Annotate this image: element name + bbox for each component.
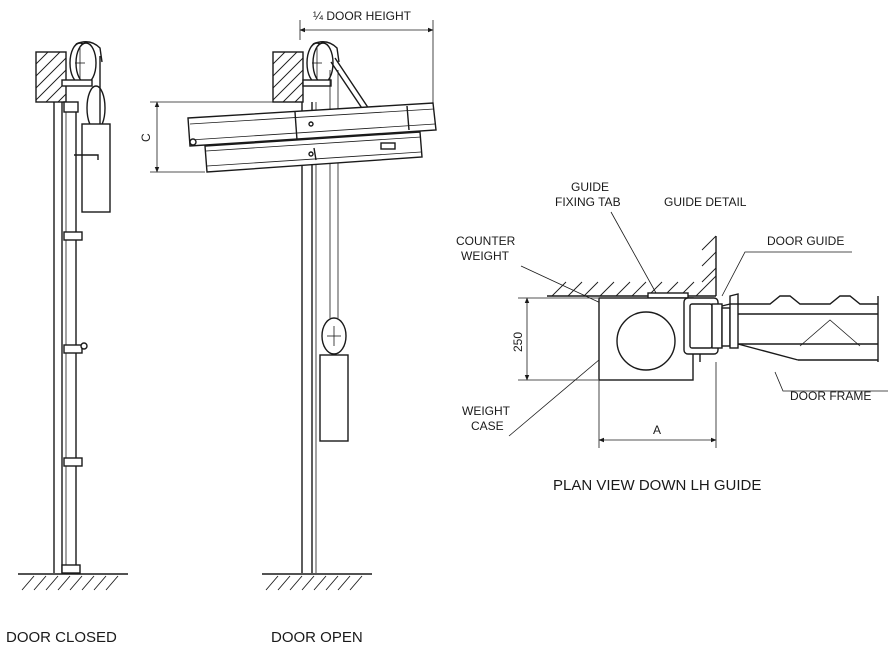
quarter-door-height-dimension: ¼ DOOR HEIGHT (299, 9, 434, 118)
guide-fixing-tab-label-1: GUIDE (571, 180, 609, 194)
guide-column-closed (53, 101, 88, 574)
door-frame-plan (721, 293, 879, 362)
dimension-a-label: A (653, 423, 661, 437)
door-guide-label: DOOR GUIDE (767, 234, 844, 248)
weight-case (598, 297, 694, 381)
plan-view-guide-detail: GUIDE FIXING TAB GUIDE DETAIL COUNTER WE… (456, 180, 888, 494)
door-closed-view (18, 41, 128, 591)
wall-hatch-closed (35, 51, 67, 103)
dimension-a: A (598, 362, 717, 448)
guide-column-open (301, 102, 317, 573)
dimension-250-label: 250 (511, 332, 525, 352)
door-closed-caption: DOOR CLOSED (6, 629, 117, 646)
weight-case-label-2: CASE (471, 419, 504, 433)
dimension-250: 250 (511, 297, 598, 381)
wall-hatch-open (272, 51, 304, 103)
plan-view-caption: PLAN VIEW DOWN LH GUIDE (553, 477, 761, 494)
counterweight-open (319, 70, 349, 442)
counter-weight-label-1: COUNTER (456, 234, 516, 248)
counterweight-closed (74, 56, 111, 213)
pulley-open (302, 41, 340, 87)
c-label: C (139, 133, 153, 142)
quarter-door-height-label: ¼ DOOR HEIGHT (313, 9, 412, 23)
counter-weight-label-2: WEIGHT (461, 249, 510, 263)
guide-detail-title: GUIDE DETAIL (664, 195, 747, 209)
pulley-closed (61, 41, 103, 87)
door-open-caption: DOOR OPEN (271, 629, 363, 646)
door-frame-label: DOOR FRAME (790, 389, 871, 403)
ground-closed (18, 573, 128, 591)
door-open-view: ¼ DOOR HEIGHT (139, 9, 437, 591)
wall-hatch-plan (547, 235, 717, 297)
weight-case-label-1: WEIGHT (462, 404, 511, 418)
c-dimension: C (139, 101, 296, 173)
door-guide-channel (683, 297, 723, 362)
ground-open (262, 573, 372, 591)
guide-fixing-tab-label-2: FIXING TAB (555, 195, 621, 209)
door-panel-open (187, 102, 437, 173)
